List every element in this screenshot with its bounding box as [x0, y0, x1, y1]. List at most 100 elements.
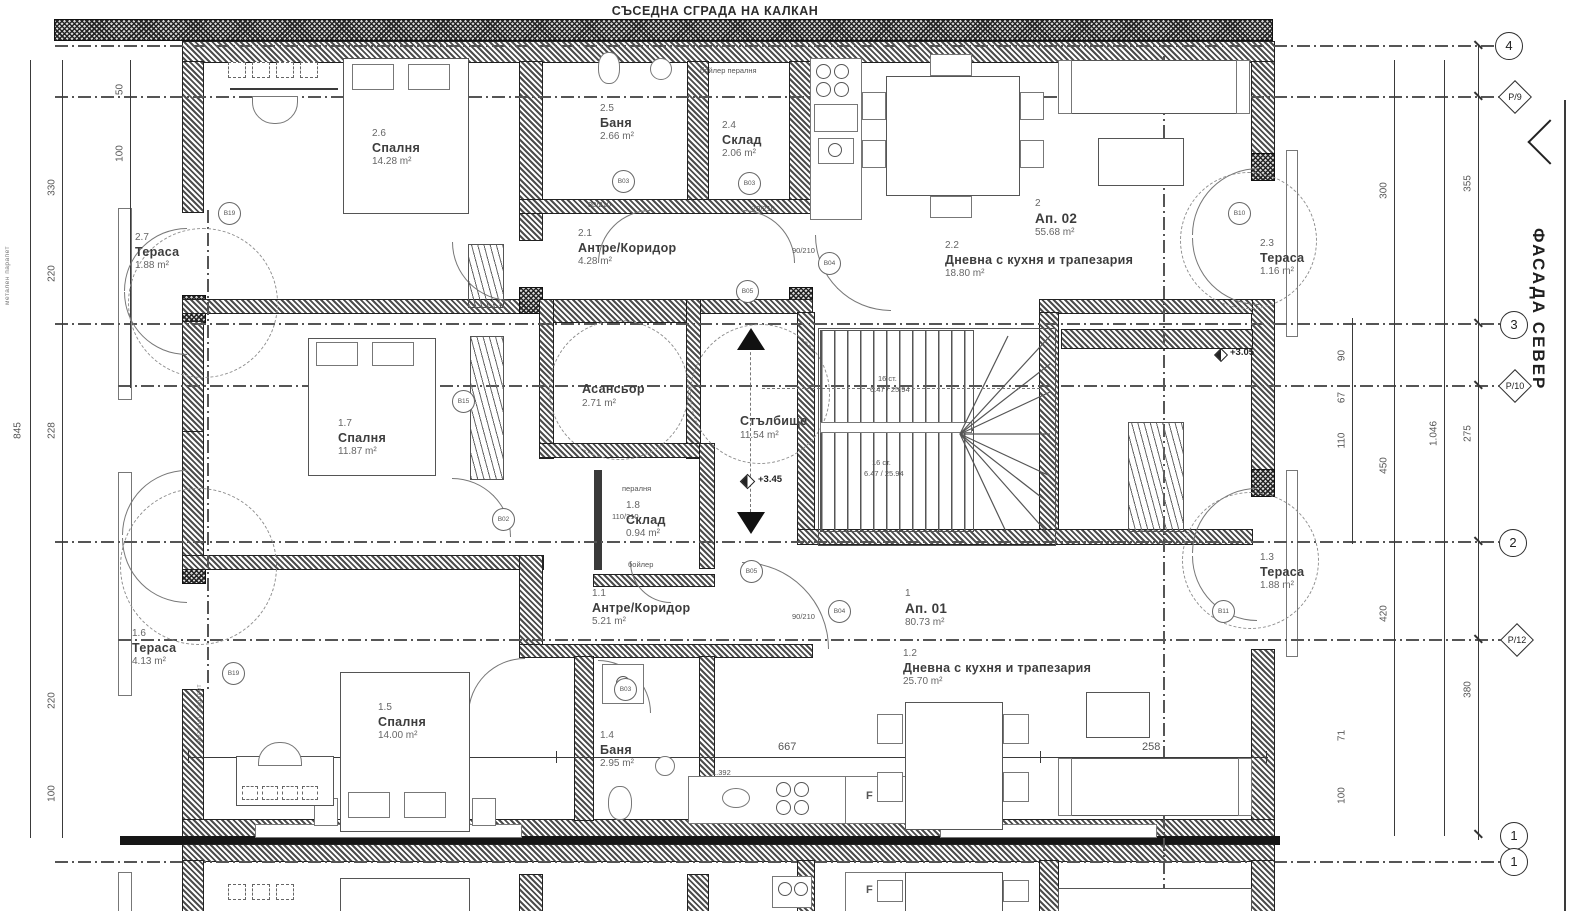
dim-line-l1: [30, 60, 31, 838]
door-tag: B19: [218, 202, 241, 225]
desk-bl-module: [242, 786, 258, 800]
stove-burner: [816, 64, 831, 79]
dim-450: 450: [1378, 457, 1390, 474]
stair-steps-label-2: 16 ст.: [872, 458, 891, 467]
door-tag: B03: [738, 172, 761, 195]
wardrobe-21: [468, 244, 504, 308]
grid-bubble-p10: P/10: [1498, 369, 1532, 403]
dim-line-r3: [1444, 60, 1445, 836]
stair-winders: [959, 335, 1051, 537]
dim-275: 275: [1462, 425, 1474, 442]
room-label-1-8: 1.8 Склад 0.94 m²: [626, 500, 666, 540]
plan-dim-tick: [188, 751, 189, 763]
apartment-label-02: 2 Ап. 02 55.68 m²: [1035, 198, 1078, 239]
outer-wall-bottom-core: [120, 836, 1280, 845]
door-tag: B19: [222, 662, 245, 685]
dim-line-l2: [62, 60, 63, 838]
chair: [877, 880, 903, 902]
room-label-2-3: 2.3 Тераса 1.16 m²: [1260, 238, 1305, 278]
stair-walkline-h: [762, 388, 1040, 389]
dim-67: 67: [1336, 391, 1348, 404]
chair: [1003, 880, 1029, 902]
desk-bl-module: [302, 786, 318, 800]
toilet-25: [598, 52, 620, 84]
stair-steps-label-1: 16 ст.: [878, 374, 897, 383]
mirror-wall-stub: [1251, 860, 1275, 911]
note-boiler-washer: бойлер пералня: [700, 66, 757, 75]
pillow: [404, 792, 446, 818]
wall-separator-right: [1039, 299, 1253, 314]
axis-line-left-doors: [207, 210, 209, 690]
toilet-14: [608, 786, 632, 820]
door-tag: B04: [828, 600, 851, 623]
level-main: +3.45: [758, 474, 783, 485]
wall-corridor11-left: [519, 555, 543, 658]
wall-storage18-right: [699, 443, 715, 569]
fridge-label: F: [866, 790, 873, 802]
sofa-armrest: [1236, 60, 1250, 114]
door-arc: [468, 658, 525, 715]
chair: [877, 772, 903, 802]
wall-bath25-right: [687, 61, 709, 201]
apartment-label-01: 1 Ап. 01 80.73 m²: [905, 588, 948, 629]
mirror-wall-stub: [519, 874, 543, 911]
room-label-2-1: 2.1 Антре/Коридор 4.28 m²: [578, 228, 677, 268]
door-arc: [742, 210, 795, 263]
axis-line-1: [55, 861, 1500, 863]
wall-separator-mid: [699, 299, 813, 314]
pillow: [372, 342, 414, 366]
stair-run-label-1: 6.47 / 25.94: [870, 385, 910, 394]
kitchen-sink: [818, 138, 854, 164]
door-tag: B03: [612, 170, 635, 193]
stair-outline: [818, 328, 1056, 546]
chair: [930, 196, 972, 218]
kitchen-sink-bottom: [722, 788, 750, 808]
dim-100a: 100: [46, 785, 58, 802]
wall-bath25-left: [519, 61, 543, 241]
stove-burner: [776, 782, 791, 797]
outer-wall-right-a: [1251, 61, 1275, 155]
dim-1046: 1.046: [1428, 420, 1440, 447]
wall-bath25-bottom: [519, 199, 813, 214]
sofa-top: [1058, 60, 1250, 114]
sink-drain: [828, 143, 842, 157]
lift-shaft-top: [539, 299, 701, 323]
sofa-armrest: [1058, 60, 1072, 114]
dim-110: 110: [1336, 432, 1348, 449]
dim-line-l3: [130, 60, 131, 388]
dim-220a: 220: [46, 265, 58, 282]
note-washer: пералня: [622, 484, 652, 493]
pillow: [408, 64, 450, 90]
stair-walkline-v: [750, 342, 751, 512]
door-tag: B11: [1212, 600, 1235, 623]
room-label-1-6: 1.6 Тераса 4.13 m²: [132, 628, 177, 668]
door-tag: B04: [818, 252, 841, 275]
dining-table-bottom: [905, 702, 1003, 830]
facade-label: ФАСАДА СЕВЕР: [1529, 228, 1548, 391]
stove-burner: [834, 64, 849, 79]
mirror-desk-module: [276, 884, 294, 900]
room-label-2-7: 2.7 Тераса 1.88 m²: [135, 232, 180, 272]
mirror-wall-stub: [182, 860, 204, 911]
lift-shaft-left: [539, 299, 554, 459]
desk-bl-module: [282, 786, 298, 800]
grid-bubble-1b: 1: [1500, 848, 1528, 876]
sofa-armrest: [1058, 758, 1072, 816]
stove-burner: [794, 882, 808, 896]
door-tag: B02: [492, 508, 515, 531]
sofa-bottom: [1058, 758, 1252, 816]
room-label-2-4: 2.4 Склад 2.06 m²: [722, 120, 762, 160]
mirror-desk-module: [228, 884, 246, 900]
outer-wall-right-c: [1251, 649, 1275, 823]
plan-dim-tick: [556, 751, 557, 763]
level-upper: +3.05: [1230, 347, 1255, 358]
stair-arrow-down-icon: [737, 512, 765, 534]
grid-bubble-p9: P/9: [1498, 80, 1532, 114]
dim-line-r2: [1394, 60, 1395, 836]
axis-line-p9: [55, 96, 1503, 98]
sofa-armrest: [1238, 758, 1252, 816]
terrace16-circle: [120, 488, 277, 645]
dining-table-top: [886, 76, 1020, 196]
grid-bubble-4: 4: [1495, 32, 1523, 60]
